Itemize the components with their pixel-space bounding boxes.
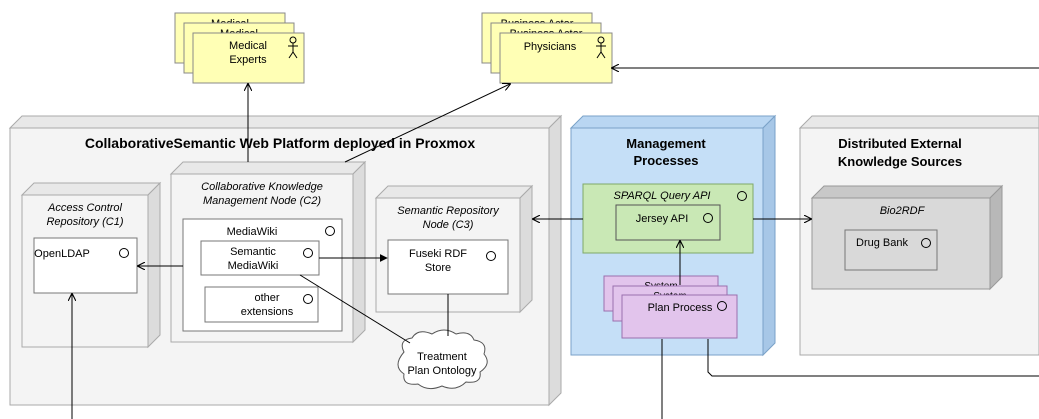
drugbank-label: Drug Bank	[856, 237, 908, 249]
ontology-label-1: Treatment	[417, 351, 467, 363]
external-title-1: Distributed External	[838, 136, 962, 151]
component-icon	[303, 248, 313, 258]
sparql-label: SPARQL Query API	[613, 190, 710, 202]
jersey-api-component[interactable]: Jersey API	[615, 204, 721, 241]
bio2rdf-label: Bio2RDF	[880, 205, 926, 217]
mediawiki-label: MediaWiki	[227, 226, 278, 238]
plan-process-label: Plan Process	[648, 302, 713, 314]
connector-plan-to-right	[707, 339, 1039, 377]
semantic-repo-title-2: Node (C3)	[423, 219, 474, 231]
access-control-title-1: Access Control	[47, 202, 123, 214]
connector-c2-to-physicians	[344, 84, 510, 163]
connector-semantic-to-ontology	[299, 274, 411, 344]
semantic-mediawiki-component[interactable]: Semantic MediaWiki	[200, 240, 320, 276]
openldap-label: OpenLDAP	[34, 248, 90, 260]
medical-experts-label-1: Medical	[229, 40, 267, 52]
drugbank-component[interactable]: Drug Bank	[844, 229, 938, 271]
component-icon	[119, 248, 129, 258]
openldap-component[interactable]: OpenLDAP	[33, 237, 138, 294]
management-title-1: Management	[626, 136, 706, 151]
management-title-2: Processes	[633, 153, 698, 168]
component-icon	[325, 226, 335, 236]
semantic-repo-title-1: Semantic Repository	[397, 205, 500, 217]
semantic-mediawiki-label-2: MediaWiki	[228, 260, 279, 272]
medical-experts-actor[interactable]: Medical Medical Medical Experts	[174, 12, 305, 84]
physicians-label: Physicians	[524, 41, 577, 53]
process-icon	[717, 301, 727, 311]
knowledge-mgmt-title-2: Management Node (C2)	[203, 195, 321, 207]
component-icon	[486, 251, 496, 261]
other-extensions-component[interactable]: other extensions	[204, 286, 319, 323]
component-icon	[921, 238, 931, 248]
fuseki-component[interactable]: Fuseki RDF Store	[387, 239, 509, 295]
fuseki-label-2: Store	[425, 262, 451, 274]
semantic-mediawiki-label-1: Semantic	[230, 246, 276, 258]
connectors	[72, 68, 1039, 419]
medical-experts-label-2: Experts	[229, 54, 267, 66]
physicians-actor[interactable]: Business Actor Business Actor Physicians	[481, 12, 613, 84]
platform-title: CollaborativeSemantic Web Platform deplo…	[85, 135, 475, 151]
fuseki-label-1: Fuseki RDF	[409, 248, 467, 260]
other-extensions-label-1: other	[254, 292, 279, 304]
ontology-cloud[interactable]: Treatment Plan Ontology	[397, 329, 488, 390]
other-extensions-label-2: extensions	[241, 306, 294, 318]
jersey-label: Jersey API	[636, 213, 689, 225]
actor-icon	[596, 36, 606, 59]
component-icon	[303, 294, 313, 304]
external-title-2: Knowledge Sources	[838, 154, 962, 169]
component-icon	[737, 191, 747, 201]
access-control-title-2: Repository (C1)	[46, 216, 123, 228]
knowledge-mgmt-title-1: Collaborative Knowledge	[201, 181, 323, 193]
plan-process-stack[interactable]: System System Plan Process	[603, 275, 738, 339]
bio2rdf-node[interactable]: Bio2RDF	[810, 184, 1004, 291]
component-icon	[703, 213, 713, 223]
ontology-label-2: Plan Ontology	[407, 365, 477, 377]
actor-icon	[288, 36, 298, 59]
